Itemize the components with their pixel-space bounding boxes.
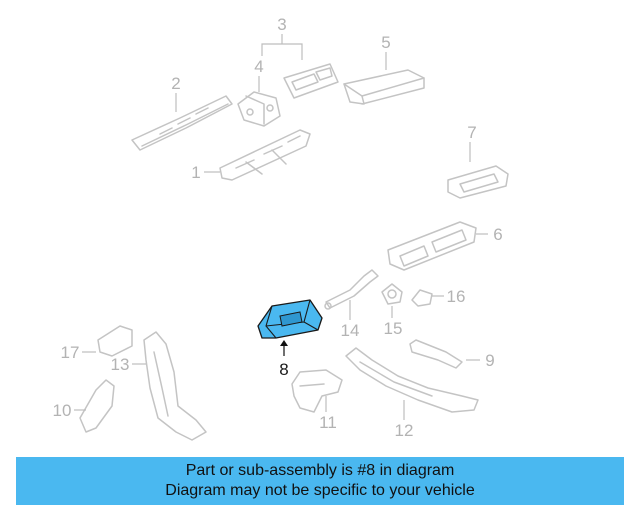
part-5-filter xyxy=(343,69,425,105)
callout-16: 16 xyxy=(447,287,466,306)
callout-4: 4 xyxy=(254,57,263,76)
callout-14: 14 xyxy=(341,321,360,340)
part-2-duct xyxy=(131,95,233,151)
part-6-vent xyxy=(387,221,477,271)
part-10-bracket xyxy=(79,379,115,433)
callout-3: 3 xyxy=(277,15,286,34)
part-12-duct xyxy=(345,347,479,413)
part-3-vent xyxy=(283,63,339,99)
part-7-vent xyxy=(447,165,509,199)
part-14-rod xyxy=(324,269,379,310)
part-17-clip xyxy=(97,325,133,357)
callout-10: 10 xyxy=(53,401,72,420)
part-16-clip xyxy=(411,289,433,307)
part-9-duct xyxy=(409,339,463,369)
part-11-duct xyxy=(291,369,343,413)
banner-line-2: Diagram may not be specific to your vehi… xyxy=(165,482,475,499)
callout-15: 15 xyxy=(384,319,403,338)
part-1-duct xyxy=(219,129,311,181)
callout-7: 7 xyxy=(467,123,476,142)
callout-11: 11 xyxy=(319,413,337,432)
parts-diagram: 2 3 4 5 1 7 6 xyxy=(53,15,509,441)
leader-3 xyxy=(261,34,303,60)
callout-6: 6 xyxy=(493,225,502,244)
part-13-duct xyxy=(143,331,207,441)
leader-8-arrow xyxy=(280,340,288,346)
callout-17: 17 xyxy=(61,343,80,362)
callout-2: 2 xyxy=(171,74,180,93)
callout-13: 13 xyxy=(111,355,130,374)
callout-9: 9 xyxy=(485,351,494,370)
info-banner: Part or sub-assembly is #8 in diagram Di… xyxy=(16,457,624,505)
part-4-actuator xyxy=(237,91,281,127)
banner-line-1: Part or sub-assembly is #8 in diagram xyxy=(185,462,455,479)
part-15-sensor xyxy=(381,283,403,305)
callout-5: 5 xyxy=(381,33,390,52)
callout-1: 1 xyxy=(191,163,200,182)
part-8-vent-highlighted xyxy=(257,299,323,339)
callout-12: 12 xyxy=(395,421,414,440)
callout-8: 8 xyxy=(279,360,288,379)
